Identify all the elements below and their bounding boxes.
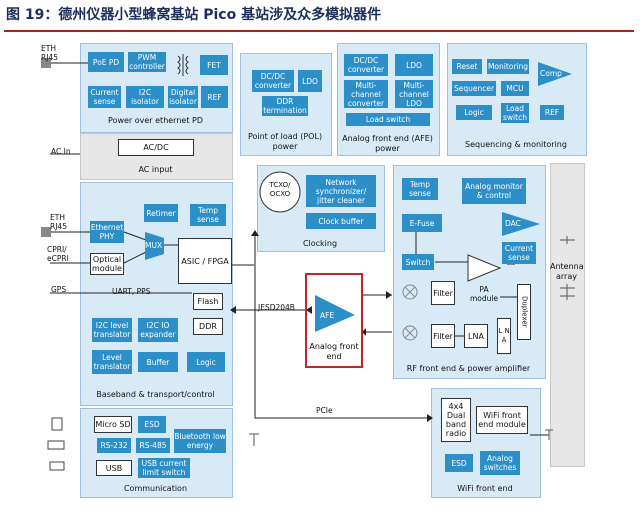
- i2c-isolator-block: I2C isolator: [126, 86, 164, 108]
- optical-module-block: Optical module: [90, 253, 124, 275]
- network-synchronizer-block: Network synchronizer/ jitter cleaner: [306, 175, 376, 207]
- rf-switch-block: Switch: [402, 254, 434, 270]
- ddr-termination-block: DDR termination: [262, 96, 308, 116]
- pol-dcdc-block: DC/DC converter: [252, 70, 294, 92]
- rf-panel-label: RF front end & power amplifier: [406, 364, 531, 373]
- title-divider: [4, 30, 634, 32]
- afe-power-panel-label: Analog front end (AFE) power: [342, 134, 433, 153]
- rf-current-sense-block: Current sense: [502, 242, 536, 264]
- i2c-io-expander-block: I2C IO expander: [138, 318, 178, 342]
- rf-filter-2-block: Filter: [431, 324, 455, 348]
- wifi-front-end-module-block: WiFi front end module: [476, 406, 528, 434]
- seq-load-switch-block: Load switch: [501, 103, 529, 123]
- afe-dcdc-block: DC/DC converter: [344, 54, 388, 76]
- ac-panel-label: AC input: [138, 165, 173, 174]
- pol-ldo-block: LDO: [298, 70, 322, 92]
- lna-block: LNA: [464, 324, 488, 348]
- ethernet-phy-block: Ethernet PHY: [90, 221, 124, 243]
- i2c-level-translator-block: I2C level translator: [92, 318, 132, 342]
- comp-label: Comp: [540, 69, 562, 78]
- dac-label: DAC: [505, 219, 521, 228]
- poe-eth-label: ETH: [41, 44, 56, 53]
- bluetooth-block: Bluetooth low energy: [174, 429, 226, 453]
- rf-filter-1-block: Filter: [431, 281, 455, 305]
- ecpri-label: eCPRI: [47, 254, 69, 263]
- bb-rj45-label: RJ45: [50, 222, 67, 231]
- uart-pps-label: UART, PPS: [112, 287, 151, 296]
- rs485-block: RS-485: [136, 438, 170, 453]
- pol-panel-label: Point of load (POL) power: [247, 132, 323, 151]
- comm-panel-label: Communication: [123, 484, 188, 493]
- poe-panel-label: Power over ethernet PD: [108, 116, 203, 125]
- lna-vertical-block: L N A: [497, 318, 511, 354]
- baseband-panel-label: Baseband & transport/control: [96, 390, 215, 399]
- bb-logic-block: Logic: [187, 352, 225, 372]
- afe-label: AFE: [320, 311, 335, 320]
- afe-ldo-block: LDO: [395, 54, 433, 76]
- poe-rj45-label: RJ45: [41, 53, 58, 62]
- pa-module-label: PA module: [469, 285, 499, 303]
- afe-center-label: Analog front end: [309, 342, 359, 361]
- ac-in-label: AC In: [51, 147, 71, 156]
- antenna-panel: [550, 163, 585, 467]
- duplexer-block: Duplexer: [517, 284, 531, 340]
- monitoring-block: Monitoring: [487, 59, 529, 74]
- acdc-block: AC/DC: [118, 139, 194, 156]
- clocking-panel-label: Clocking: [302, 239, 338, 248]
- efuse-block: E-Fuse: [402, 214, 442, 232]
- clock-buffer-block: Clock buffer: [306, 213, 376, 229]
- antenna-array-label: Antenna array: [550, 262, 584, 281]
- bb-buffer-block: Buffer: [138, 352, 178, 372]
- tcxo-label: TCXO/ OCXO: [269, 181, 291, 198]
- seq-panel-label: Sequencing & monitoring: [465, 140, 567, 149]
- seq-logic-block: Logic: [456, 105, 492, 120]
- rf-temp-sense-block: Temp sense: [402, 178, 438, 200]
- digital-isolator-block: Digital isolator: [168, 86, 198, 108]
- multi-channel-converter-block: Multi-channel converter: [344, 80, 388, 108]
- pcie-label: PCIe: [316, 406, 333, 415]
- poe-ref-block: REF: [201, 86, 228, 108]
- seq-ref-block: REF: [540, 105, 564, 120]
- bb-eth-label: ETH: [50, 213, 65, 222]
- poe-pd-block: PoE PD: [88, 52, 124, 72]
- sequencer-block: Sequencer: [452, 81, 496, 96]
- gps-label: GPS: [51, 285, 67, 294]
- usb-block: USB: [96, 460, 132, 476]
- afe-load-switch-block: Load switch: [346, 113, 430, 126]
- flash-block: Flash: [193, 293, 223, 310]
- figure-title: 图 19：德州仪器小型蜂窝基站 Pico 基站涉及众多模拟器件: [6, 7, 382, 23]
- fet-block: FET: [200, 55, 228, 75]
- wifi-esd-block: ESD: [445, 454, 473, 472]
- micro-sd-block: Micro SD: [94, 416, 132, 433]
- retimer-block: Retimer: [144, 204, 178, 222]
- rs232-block: RS-232: [97, 438, 131, 453]
- analog-monitor-block: Analog monitor & control: [462, 178, 526, 204]
- multi-channel-ldo-block: Multi-channel LDO: [395, 80, 433, 108]
- current-sense-block: Current sense: [88, 86, 121, 108]
- analog-switches-block: Analog switches: [480, 451, 520, 475]
- ddr-block: DDR: [193, 318, 223, 335]
- jesd204b-label: JESD204B: [258, 303, 295, 312]
- usb-current-limit-block: USB current limit switch: [138, 458, 190, 478]
- mcu-block: MCU: [501, 81, 529, 96]
- reset-block: Reset: [452, 59, 482, 74]
- mux-label: MUX: [145, 241, 163, 250]
- bb-temp-sense-block: Temp sense: [190, 204, 226, 226]
- pwm-controller-block: PWM controller: [128, 52, 166, 72]
- cpri-label: CPRI/: [47, 245, 67, 254]
- level-translator-block: Level translator: [92, 350, 132, 374]
- wifi-panel-label: WiFi front end: [457, 484, 513, 493]
- asic-fpga-block: ASIC / FPGA: [178, 238, 232, 284]
- dual-band-radio-block: 4x4 Dual band radio: [441, 398, 471, 442]
- comm-esd-block: ESD: [138, 416, 166, 433]
